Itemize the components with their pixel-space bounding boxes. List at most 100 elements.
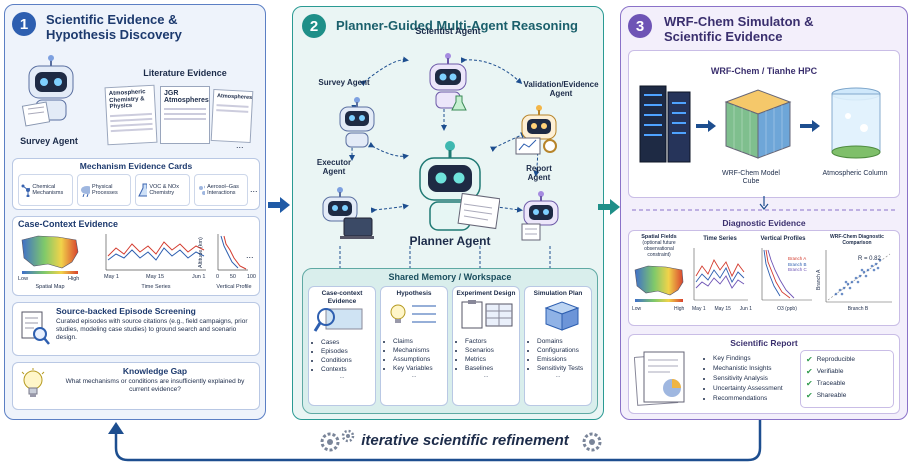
check-icon: ✔ <box>806 355 813 364</box>
memory-columns: Case-context Evidence Cases Episodes Con… <box>308 286 592 406</box>
vp-xlabel: O3 (ppb) <box>777 306 797 312</box>
comp-ylabel: Branch A <box>816 269 822 290</box>
memory-item: Baselines <box>465 364 516 373</box>
memory-item: Contexts <box>321 365 372 374</box>
mechanism-card-label: Physical Processes <box>92 183 118 197</box>
memory-item: Sensitivity Tests <box>537 364 588 373</box>
memory-column-more: ... <box>411 372 417 379</box>
journal-paper-3: Atmospheres <box>210 88 254 144</box>
ts-tick: Jun 1 <box>192 274 206 280</box>
memory-column-hypothesis: Hypothesis Claims Mechanisms Assumptions… <box>380 286 448 406</box>
feedback-loop-arrow <box>108 420 762 462</box>
cloud-icon <box>80 186 91 197</box>
validation-agent-label: Validation/Evidence Agent <box>523 80 599 98</box>
panel3-title: WRF-Chem Simulaton & Scientific Evidence <box>664 14 900 44</box>
memory-item: Key Variables <box>393 364 444 373</box>
panel3-number: 3 <box>628 14 652 38</box>
clipboard-table-icon <box>461 299 513 328</box>
check-icon: ✔ <box>806 391 813 400</box>
diag-time-series-chart <box>693 248 748 301</box>
panel1-number: 1 <box>12 12 36 36</box>
branch-legend: Branch C <box>788 267 807 272</box>
gears-icon <box>320 429 355 452</box>
comp-title: WRF-Chem Diagnostic Comparison <box>830 234 884 246</box>
ts-caption: Time Series <box>141 284 171 290</box>
report-document-icon <box>634 351 685 406</box>
spatial-high: High <box>674 306 685 312</box>
context-ellipsis: ... <box>246 250 254 260</box>
map-high-label: High <box>68 276 80 282</box>
vertical-profile-graphic <box>217 234 248 271</box>
ts-tick: May 15 <box>146 274 165 280</box>
diag-ts-tick: Jun 1 <box>739 306 752 312</box>
memory-item: Domains <box>537 337 588 346</box>
memory-item: Assumptions <box>393 355 444 364</box>
panel1-title-line2: Hypothesis Discovery <box>46 27 182 42</box>
report-item: Uncertainty Assessment <box>713 384 800 394</box>
survey-robot-icon <box>21 55 74 127</box>
report-items: Key Findings Mechanistic Insights Sensit… <box>704 354 800 404</box>
mechanism-card-label: Aerosol–Gas Interactions <box>207 183 239 197</box>
journal-1-name: Atmospheric Chemistry & Physics <box>108 89 146 111</box>
cube-label: WRF-Chem Model Cube <box>722 170 780 185</box>
ts-tick: May 1 <box>104 274 119 280</box>
memory-column-case-context: Case-context Evidence Cases Episodes Con… <box>308 286 376 406</box>
case-context-title: Case-Context Evidence <box>18 219 119 229</box>
memory-column-experiment-design: Experiment Design Factors Scenarios Metr… <box>452 286 520 406</box>
diag-ts-tick: May 1 <box>692 306 706 312</box>
episode-title: Source-backed Episode Screening <box>56 306 196 316</box>
memory-title: Shared Memory / Workspace <box>388 272 512 282</box>
map-caption: Spatial Map <box>35 284 65 290</box>
memory-item: Cases <box>321 338 372 347</box>
diagnostic-section <box>628 230 900 326</box>
memory-column-more: ... <box>555 372 561 379</box>
check-item: ✔Verifiable <box>806 366 888 378</box>
quality-checklist: ✔Reproducible ✔Verifiable ✔Traceable ✔Sh… <box>800 350 894 408</box>
survey-agent-label: Survey Agent <box>20 136 78 146</box>
memory-column-title: Experiment Design <box>456 290 516 297</box>
check-label: Shareable <box>816 392 847 399</box>
mechanism-evidence-section <box>12 158 260 210</box>
validation-robot-icon <box>515 105 557 155</box>
memory-connector-arrows <box>339 246 551 268</box>
memory-item: Metrics <box>465 355 516 364</box>
atmospheric-column-icon <box>831 87 881 159</box>
survey-robot-small-icon <box>339 97 375 148</box>
diag-vertical-profile-chart <box>761 248 812 301</box>
diag-scatter-chart <box>825 250 892 303</box>
report-item: Sensitivity Analysis <box>713 374 800 384</box>
episode-screening-section <box>12 302 260 356</box>
aerosol-icon <box>198 184 206 195</box>
profile-ylabel: Altitude (km) <box>198 237 204 268</box>
literature-ellipsis: ... <box>236 140 244 150</box>
check-item: ✔Shareable <box>806 390 888 402</box>
gear-icon <box>582 432 602 452</box>
report-item: Recommendations <box>713 394 800 404</box>
gap-text: What mechanisms or conditions are insuff… <box>65 378 245 393</box>
profile-caption: Vertical Profile <box>216 284 252 290</box>
bulb-checklist-icon <box>390 304 436 323</box>
hpc-title: WRF-Chem / Tianhe HPC <box>710 66 818 76</box>
check-icon: ✔ <box>806 367 813 376</box>
diag-title: Diagnostic Evidence <box>722 218 806 228</box>
check-item: ✔Traceable <box>806 378 888 390</box>
memory-item: Configurations <box>537 346 588 355</box>
profile-tick: 50 <box>229 274 236 280</box>
server-racks-icon <box>639 85 691 163</box>
check-label: Reproducible <box>816 356 856 363</box>
column-label: Atmospheric Column <box>822 170 888 177</box>
memory-column-title: Simulation Plan <box>533 290 583 297</box>
check-label: Verifiable <box>816 368 844 375</box>
spatial-map-graphic <box>21 235 79 274</box>
dashed-divider <box>632 196 896 211</box>
memory-item: Mechanisms <box>393 346 444 355</box>
map-low-label: Low <box>18 276 29 282</box>
report-item: Key Findings <box>713 354 800 364</box>
survey-agent-small-label: Survey Agent <box>318 78 370 87</box>
journal-3-name: Atmospheres <box>216 93 253 102</box>
memory-item: Emissions <box>537 355 588 364</box>
arrow-right-icon <box>598 199 620 215</box>
memory-column-title: Case-context Evidence <box>321 290 363 305</box>
